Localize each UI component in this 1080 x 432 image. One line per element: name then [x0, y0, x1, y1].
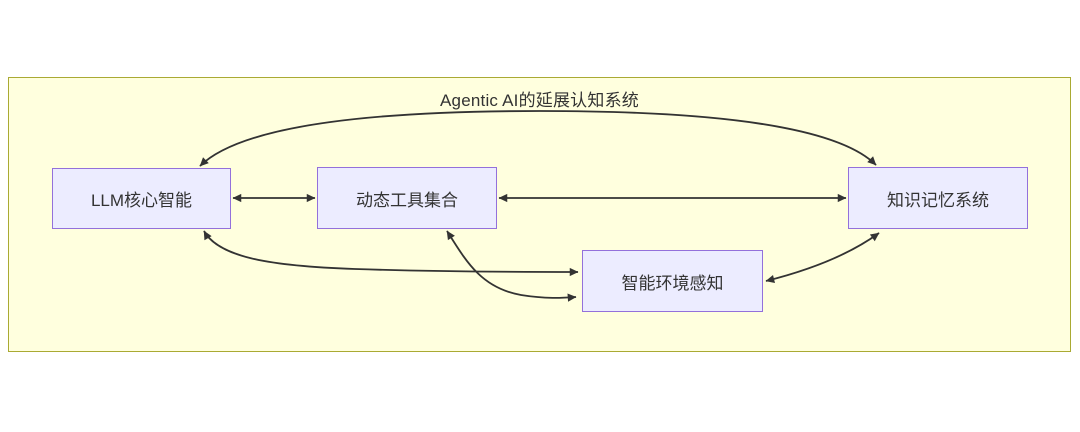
- node-dynamic-tools: 动态工具集合: [317, 167, 497, 229]
- node-environment-perception-label: 智能环境感知: [621, 273, 724, 293]
- diagram-title: Agentic AI的延展认知系统: [440, 91, 639, 110]
- node-llm-core: LLM核心智能: [52, 168, 231, 229]
- node-dynamic-tools-label: 动态工具集合: [356, 190, 458, 210]
- node-llm-core-label: LLM核心智能: [90, 191, 193, 210]
- node-environment-perception: 智能环境感知: [582, 250, 763, 312]
- node-knowledge-memory-label: 知识记忆系统: [887, 190, 989, 210]
- node-knowledge-memory: 知识记忆系统: [848, 167, 1028, 229]
